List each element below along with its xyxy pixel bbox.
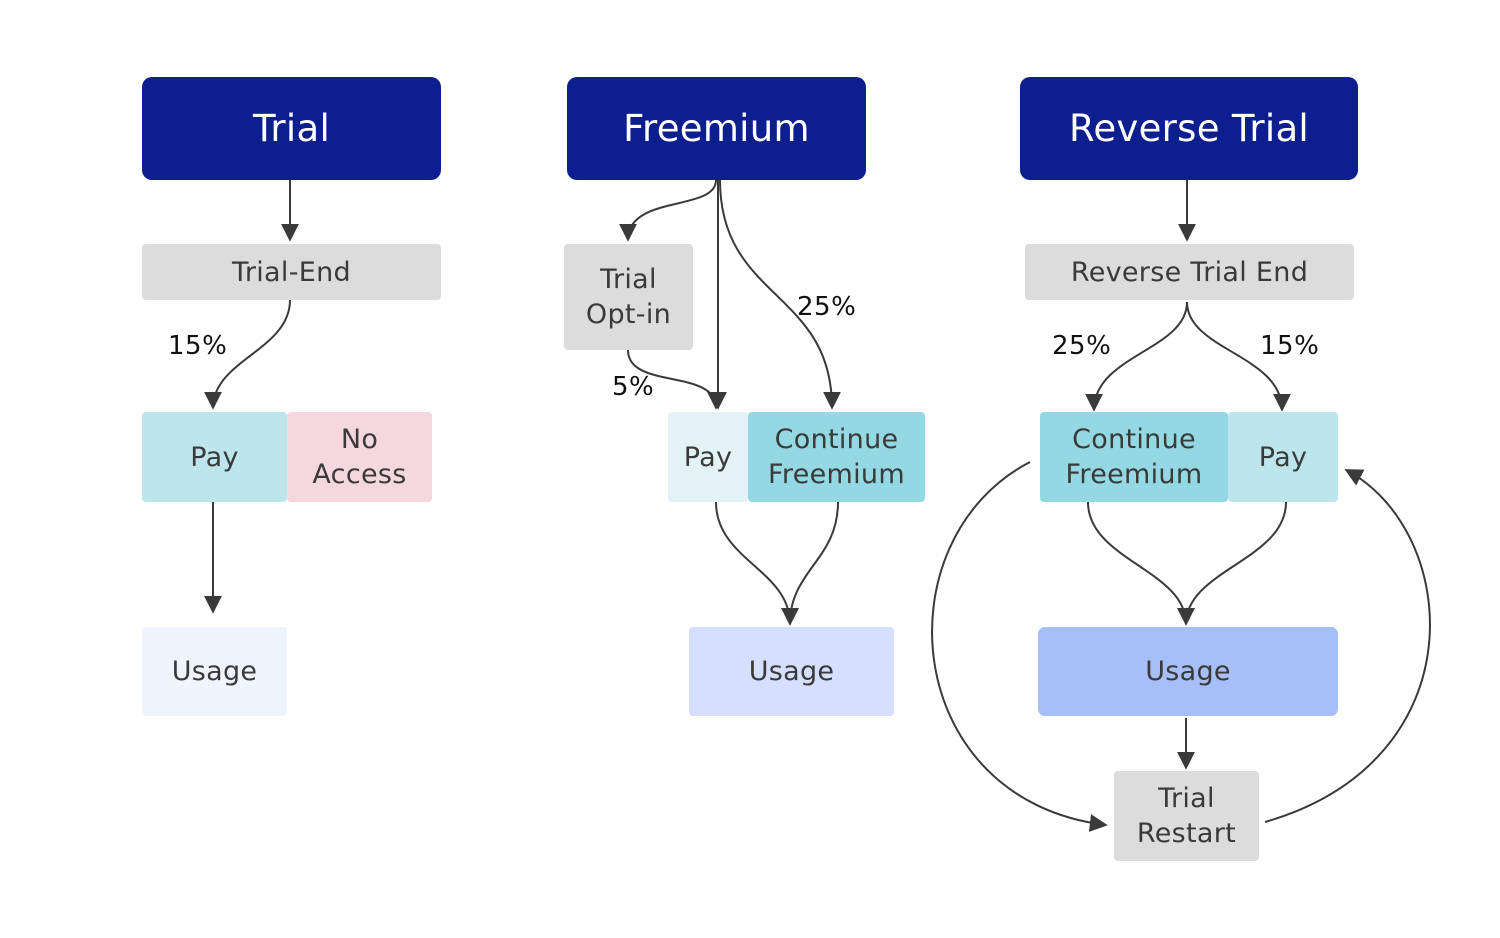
reverse-usage-node: Usage [1038,627,1338,716]
arrow-continue-to-usage-f [781,501,839,626]
freemium-continue-line2: Freemium [768,459,905,490]
arrow-trialend-to-pay [204,299,291,410]
reverse-pay-rate-label: 15% [1260,331,1320,361]
arrow-optin-to-pay [627,349,725,410]
arrow-end-to-continue [1085,301,1188,412]
trial-restart-line2: Restart [1136,818,1237,849]
trial-pay-rate-label: 15% [168,331,228,361]
freemium-usage-label: Usage [748,656,835,687]
no-access-line1: No [340,424,379,455]
freemium-trial-optin-node: Trial Opt-in [564,244,693,350]
arrow-freemium-to-optin [619,179,717,242]
reverse-trial-header: Reverse Trial [1020,77,1358,180]
freemium-pay-node: Pay [668,412,748,502]
reverse-trial-header-label: Reverse Trial [1069,107,1309,150]
reverse-trial-restart-node: Trial Restart [1114,771,1259,861]
arrow-continue-to-restart-loop [931,461,1108,832]
reverse-continue-line2: Freemium [1065,459,1203,490]
reverse-pay-node: Pay [1228,412,1338,502]
freemium-pay-label: Pay [683,441,733,473]
reverse-pay-label: Pay [1258,441,1308,473]
trial-optin-line2: Opt-in [585,299,672,330]
arrow-end-to-pay [1186,301,1291,412]
trial-pay-label: Pay [190,441,239,473]
reverse-continue-line1: Continue [1072,424,1196,455]
trial-header: Trial [142,77,441,180]
freemium-optin-pay-rate-label: 5% [612,372,655,402]
reverse-continue-node: Continue Freemium [1040,412,1228,502]
freemium-continue-rate-label: 25% [797,292,857,322]
arrow-pay-to-usage-f [715,501,799,626]
reverse-trial-end-node: Reverse Trial End [1025,244,1354,300]
arrow-continue-to-usage-r [1087,501,1195,626]
trial-header-label: Trial [252,107,331,150]
freemium-continue-line1: Continue [774,424,899,455]
arrow-restart-to-pay-loop [1264,469,1431,823]
reverse-usage-label: Usage [1145,656,1231,687]
trial-optin-line1: Trial [600,264,657,295]
freemium-usage-node: Usage [689,627,894,716]
trial-end-label: Trial-End [232,256,351,288]
freemium-header: Freemium [567,77,866,180]
trial-restart-line1: Trial [1158,783,1215,814]
reverse-continue-rate-label: 25% [1052,331,1112,361]
arrow-pay-to-usage-r [1177,501,1287,626]
trial-end-node: Trial-End [142,244,441,300]
trial-usage-label: Usage [171,656,258,687]
freemium-header-label: Freemium [623,107,810,150]
arrow-freemium-to-continue [719,179,841,410]
freemium-continue-node: Continue Freemium [748,412,925,502]
trial-no-access-node: No Access [287,412,432,502]
trial-usage-node: Usage [142,627,287,716]
reverse-trial-end-label: Reverse Trial End [1070,256,1309,288]
no-access-line2: Access [312,459,407,490]
trial-pay-node: Pay [142,412,287,502]
